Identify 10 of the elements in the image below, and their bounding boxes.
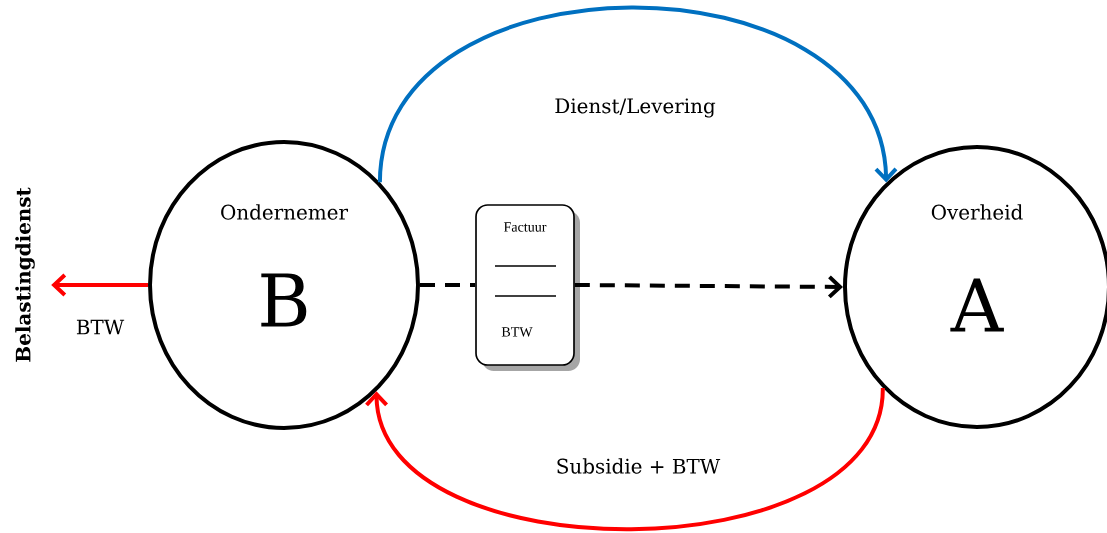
arrow — [574, 275, 843, 299]
circle-node: Ondernemer B — [148, 140, 420, 430]
vertical-label: Belastingdienst — [15, 187, 35, 362]
arrow — [365, 387, 885, 532]
edge-label: Subsidie + BTW — [553, 455, 723, 477]
edge-label: Dienst/Levering — [551, 96, 719, 120]
document-box: Factuur BTW — [475, 204, 580, 371]
edge-label: BTW — [73, 317, 127, 337]
arrow — [51, 273, 148, 297]
arrow — [377, 5, 898, 183]
